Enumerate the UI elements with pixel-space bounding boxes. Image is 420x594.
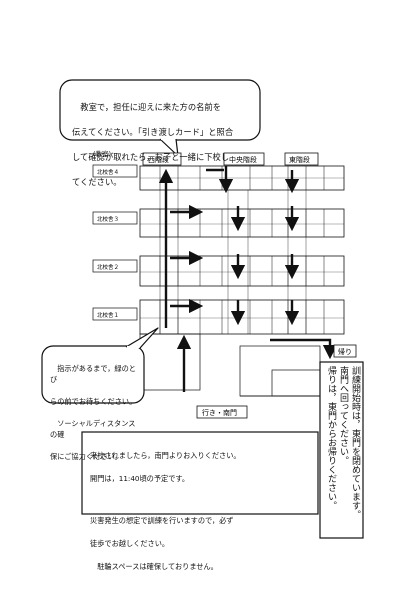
bottom-notice-line: 徒歩でお越しください。 xyxy=(90,539,170,548)
floor-3: 北校舎３ xyxy=(92,208,345,238)
right-notice-line: 訓練開始時は，東門を閉めています。 xyxy=(350,366,360,519)
top-callout-bubble xyxy=(59,79,261,157)
top-callout-line: てください。 xyxy=(72,176,122,187)
route-arrow-exit xyxy=(270,338,338,360)
right-notice-line: 南門へ回ってください。 xyxy=(338,366,348,465)
stairs-west-label: 西階段 xyxy=(148,155,169,164)
bottom-notice-line: 駐輪スペースは確保しておりません。 xyxy=(90,562,218,571)
bottom-notice-line xyxy=(90,496,316,504)
stairs-east-label: 東階段 xyxy=(289,155,310,164)
floor-2: 北校舎２ xyxy=(92,255,345,287)
left-callout-line: ソーシャルディスタンスの確 xyxy=(50,419,136,439)
left-callout-line: らの前でお待ちください。 xyxy=(50,397,137,406)
gate-south-label: 行き・南門 xyxy=(202,408,237,417)
bottom-notice-line: 来校されましたら，南門よりお入りください。 xyxy=(90,450,241,460)
left-callout-bubble xyxy=(41,327,159,404)
floor-1-label: 北校舎１ xyxy=(97,311,119,319)
bottom-notice-line: 開門は，11:40頃の予定です。 xyxy=(90,473,190,483)
legend-label: (教室) xyxy=(93,149,111,158)
left-callout-line: 保にご協力ください。 xyxy=(50,452,122,461)
floor-2-label: 北校舎２ xyxy=(97,263,119,271)
top-callout-line: 伝えてください。「引き渡しカード」と照合 xyxy=(72,126,234,137)
stair-connectors xyxy=(159,190,307,334)
top-callout-line: 教室で，担任に迎えに来た方の名前を xyxy=(72,101,222,112)
floor-1: 北校舎１ xyxy=(92,299,345,335)
gate-labels: 行き・南門 帰り xyxy=(196,344,357,419)
right-vertical-notice: 訓練開始時は，東門を閉めています。 南門へ回ってください。 帰りは，東門からお帰… xyxy=(323,366,361,534)
right-notice-box xyxy=(319,361,364,539)
bottom-notice-line: 災害発生の想定で訓練を行いますので，必ず xyxy=(90,516,234,525)
left-callout-text: 指示があるまで，緑のとび らの前でお待ちください。 ソーシャルディスタンスの確 … xyxy=(50,352,142,473)
floor-4-label: 北校舎４ xyxy=(97,168,119,176)
bottom-notice-box xyxy=(81,431,319,515)
right-notice-line: 帰りは，東門からお帰りください。 xyxy=(326,366,336,510)
bottom-notice-text: 来校されましたら，南門よりお入りください。 開門は，11:40頃の予定です。 災… xyxy=(90,438,316,584)
school-grounds xyxy=(139,333,321,397)
route-arrows xyxy=(158,166,338,392)
left-callout-line: 指示があるまで，緑のとび xyxy=(50,364,136,384)
stairs-center-label: 中央階段 xyxy=(229,155,257,164)
gate-exit-label: 帰り xyxy=(338,347,352,356)
floor-3-label: 北校舎３ xyxy=(97,215,119,223)
top-callout-text: 教室で，担任に迎えに来た方の名前を 伝えてください。「引き渡しカード」と照合 し… xyxy=(72,88,256,201)
stair-labels: 西階段 中央階段 東階段 xyxy=(142,152,319,166)
top-callout-line: して確認が取れたら，お子と一緒に下校し xyxy=(72,151,230,162)
